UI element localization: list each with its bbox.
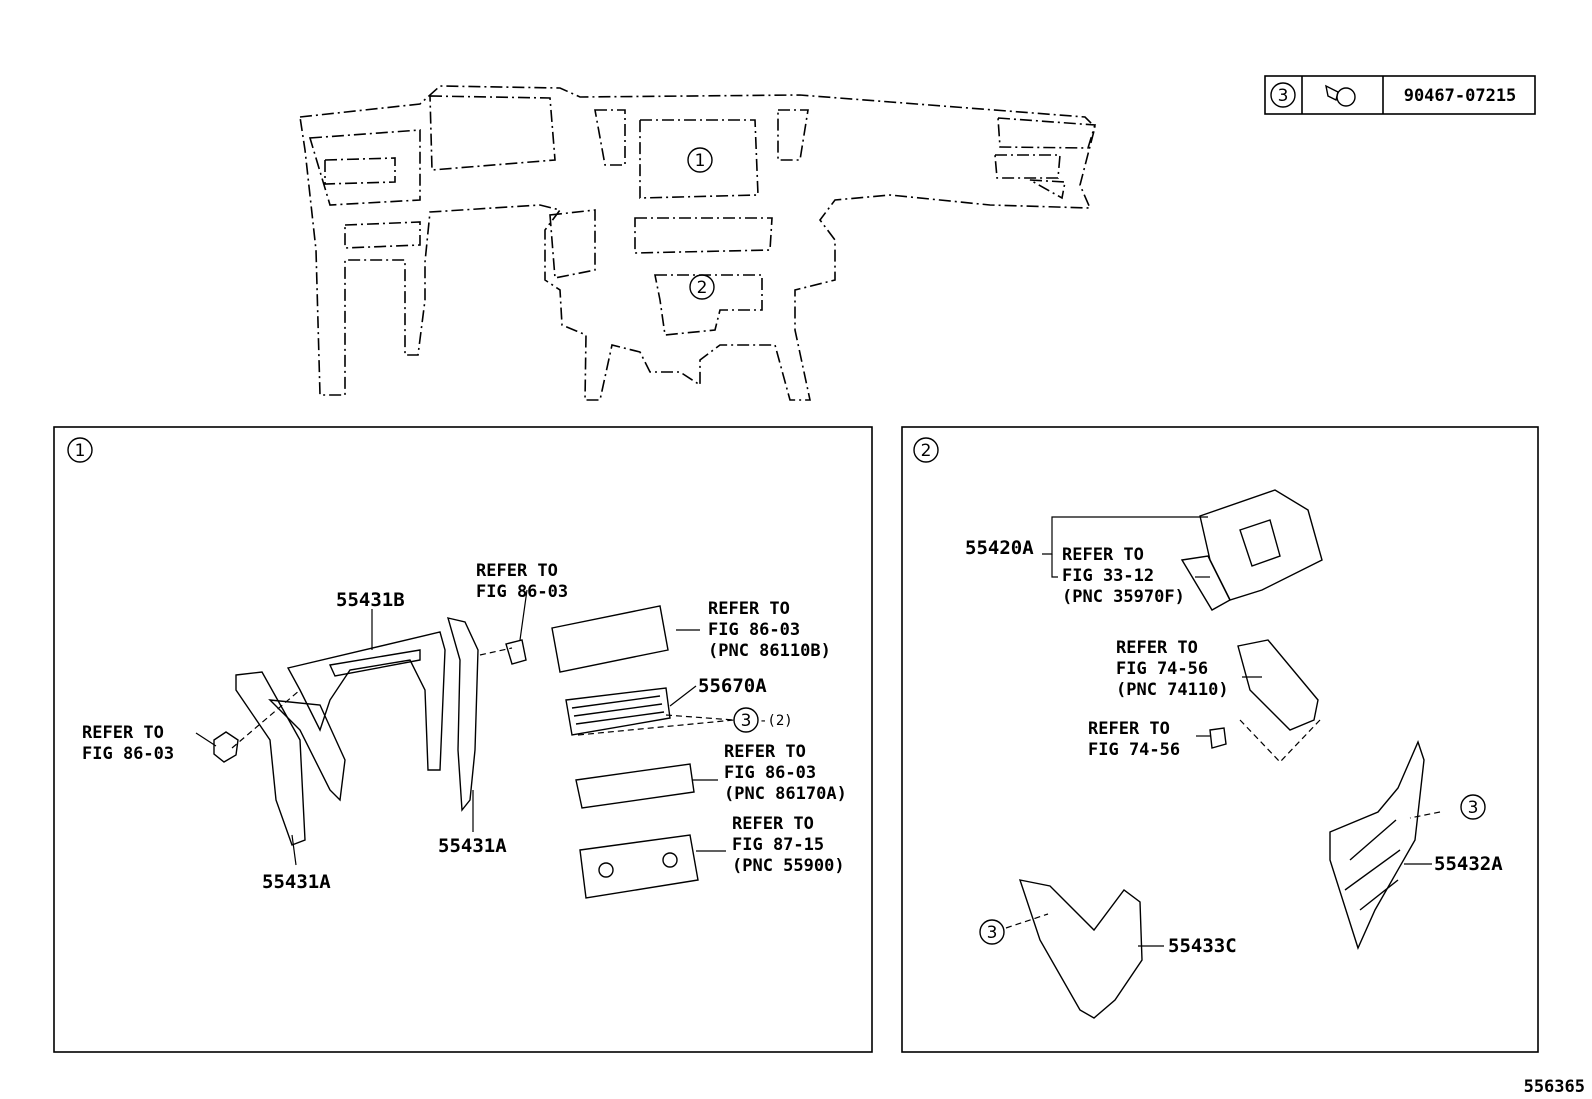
label-55432A: 55432A	[1434, 853, 1503, 875]
clip-callout-2a: 3	[1468, 798, 1479, 818]
label-55431A-right: 55431A	[438, 835, 507, 857]
ref-86170A-line-3: (PNC 86170A)	[724, 784, 847, 804]
ref-55900-line-3: (PNC 55900)	[732, 856, 845, 876]
clip-qty: -(2)	[759, 713, 793, 729]
ref-74110-line-1: REFER TO	[1116, 638, 1198, 658]
ref-35970F-line-1: REFER TO	[1062, 545, 1144, 565]
figure-number: 556365	[1524, 1077, 1585, 1097]
ref-left-line-1: REFER TO	[82, 723, 164, 743]
panel-2-id: 2	[921, 441, 932, 461]
panel-2-leaders	[1005, 516, 1441, 947]
panel-1-id-circle	[67, 437, 93, 463]
overview-callout-1: 1	[695, 151, 706, 171]
ref-86170A-line-1: REFER TO	[724, 742, 806, 762]
clip-icon	[1325, 84, 1356, 107]
ref-86110B-line-2: FIG 86-03	[708, 620, 800, 640]
clip-callout-2b-circle	[979, 919, 1005, 945]
ref-55900-line-2: FIG 87-15	[732, 835, 824, 855]
panel-2-id-circle	[913, 437, 939, 463]
legend-key: 3	[1278, 86, 1289, 106]
label-55431A-left: 55431A	[262, 871, 331, 893]
ref-74110-line-2: FIG 74-56	[1116, 659, 1208, 679]
ref-top-line-2: FIG 86-03	[476, 582, 568, 602]
panel-1-frame	[53, 426, 873, 1053]
ref-74110-line-3: (PNC 74110)	[1116, 680, 1229, 700]
label-55433C: 55433C	[1168, 935, 1237, 957]
panel-2-frame	[901, 426, 1539, 1053]
panel-1-parts	[213, 605, 699, 899]
overview-callout-1-circle	[687, 147, 713, 173]
overview-callout-2: 2	[697, 278, 708, 298]
ref-86110B-line-1: REFER TO	[708, 599, 790, 619]
ref-left-line-2: FIG 86-03	[82, 744, 174, 764]
label-55420A: 55420A	[965, 537, 1034, 559]
ref-86110B-line-3: (PNC 86110B)	[708, 641, 831, 661]
ref-top-line-1: REFER TO	[476, 561, 558, 581]
ref-74-56-line-1: REFER TO	[1088, 719, 1170, 739]
legend-part-number: 90467-07215	[1404, 86, 1517, 106]
ref-35970F-line-2: FIG 33-12	[1062, 566, 1154, 586]
dashboard-overview	[299, 85, 1097, 401]
clip-callout-2b: 3	[987, 923, 998, 943]
ref-55900-line-1: REFER TO	[732, 814, 814, 834]
clip-callout: 3	[741, 711, 752, 731]
panel-1-id: 1	[75, 441, 86, 461]
panel-1-leaders	[195, 589, 735, 866]
label-55670A: 55670A	[698, 675, 767, 697]
legend-key-circle	[1270, 82, 1296, 108]
ref-86170A-line-2: FIG 86-03	[724, 763, 816, 783]
ref-35970F-line-3: (PNC 35970F)	[1062, 587, 1185, 607]
legend-table	[1264, 75, 1536, 115]
label-55431B: 55431B	[336, 589, 405, 611]
ref-74-56-line-2: FIG 74-56	[1088, 740, 1180, 760]
clip-callout-2a-circle	[1460, 794, 1486, 820]
overview-callout-2-circle	[689, 274, 715, 300]
panel-2-parts	[1018, 489, 1425, 1019]
clip-callout-circle	[733, 707, 759, 733]
